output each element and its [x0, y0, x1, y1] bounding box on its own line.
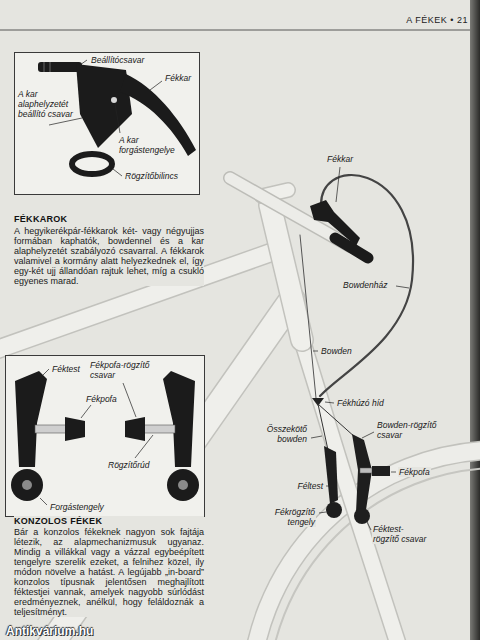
pivot-boss: [167, 469, 199, 501]
part-label: Fékhúzó híd: [336, 398, 385, 408]
leader-line: [319, 512, 326, 513]
leader-line: [311, 436, 322, 438]
part-label: Fékpofa: [398, 467, 431, 477]
leader-line: [80, 60, 87, 65]
part-label: Fékkar: [165, 73, 199, 83]
brake-pad: [65, 417, 85, 441]
part-label: Fékrögzítő tengely: [254, 507, 316, 527]
body-text: A hegyikerékpár-fékkarok két- vagy négyu…: [14, 226, 204, 286]
straddle-cable: [318, 404, 328, 450]
inset-frame: FéktestFékpofa-rögzítő csavarFékpofaRögz…: [5, 355, 205, 517]
leader-line: [115, 104, 120, 133]
cable-housing: [320, 175, 413, 396]
leader-line: [43, 369, 49, 375]
lever-pivot: [111, 97, 117, 103]
brake-pivot: [354, 508, 370, 524]
part-label: Fékkar: [326, 154, 354, 164]
leader-line: [49, 118, 82, 125]
leader-line: [336, 167, 340, 202]
leader-line: [391, 472, 396, 473]
leader-line: [150, 81, 162, 90]
header-rule: [0, 30, 470, 31]
brake-arm: [352, 434, 372, 512]
leader-line: [326, 486, 333, 487]
handlebar-clamp: [72, 154, 112, 174]
brake-arm: [324, 446, 338, 504]
part-label: Összekötő bowden: [244, 424, 308, 444]
part-label: Fékpofa-rögzítő csavar: [90, 360, 162, 380]
leader-line: [396, 286, 409, 288]
body-text: Bár a konzolos fékeknek nagyon sok fajtá…: [14, 527, 204, 617]
straddle-cable: [318, 404, 356, 438]
pad-post: [35, 425, 67, 433]
leader-line: [40, 498, 47, 505]
inset-ground: [14, 52, 200, 195]
leader-lines: [40, 369, 153, 505]
section-heading: KONZOLOS FÉKEK: [14, 516, 204, 527]
head-tube: [270, 205, 302, 340]
part-label: A kar forgástengelye: [119, 135, 189, 155]
inset-frame: Beállítócsavar A kar alaphelyzetét beállí…: [14, 52, 200, 195]
cantilever-brake-photo: [11, 369, 199, 505]
part-label: Rögzítőrúd: [108, 460, 158, 470]
bicycle-illustration: [0, 175, 480, 640]
brake-lever: [310, 200, 360, 246]
binding-edge: [470, 0, 480, 640]
part-label: Rögzítőbilincs: [125, 171, 199, 181]
brake-arm: [163, 371, 195, 467]
inset-ground: [5, 355, 205, 517]
part-label: Féktest: [52, 364, 92, 374]
part-label: Fékpofa: [86, 394, 122, 404]
pivot-hole: [22, 480, 32, 490]
pivot-hole: [178, 480, 188, 490]
part-label: Bowdenház: [342, 280, 388, 290]
leader-line: [113, 169, 122, 176]
barrel-knurl: [44, 62, 45, 72]
pad-post: [143, 425, 175, 433]
leader-lines: [311, 167, 409, 530]
leader-line: [81, 405, 91, 418]
part-label: Beállítócsavar: [91, 55, 181, 65]
watermark: Antikvárium.hu: [6, 624, 136, 638]
leader-line: [313, 351, 318, 352]
leader-line: [123, 383, 136, 417]
part-label: Forgástengely: [50, 502, 122, 512]
leader-line: [367, 522, 371, 530]
part-label: Féktest-rögzítő csavar: [372, 524, 428, 544]
barrel-knurl: [50, 62, 51, 72]
adjuster-barrel: [38, 62, 82, 72]
brake-arm: [15, 371, 47, 467]
section-heading: FÉKKAROK: [14, 214, 204, 225]
pad-post: [360, 468, 372, 473]
part-label: Bowden: [320, 346, 353, 356]
part-label: Bowden-rögzítő csavar: [376, 420, 450, 440]
running-header: A FÉKEK • 21: [380, 15, 468, 26]
leader-line: [362, 432, 374, 438]
head-tube: [270, 205, 302, 340]
pivot-boss: [11, 469, 43, 501]
part-label: A kar alaphelyzetét beállító csavar: [18, 89, 76, 119]
part-label: Féltest: [296, 481, 324, 491]
brake-cable: [300, 235, 316, 398]
brake-pad: [125, 417, 145, 441]
brake-pivot: [326, 502, 342, 518]
lever-blade: [120, 74, 196, 156]
leader-line: [325, 402, 334, 403]
brake-pad: [372, 466, 390, 476]
leader-line: [135, 435, 153, 458]
